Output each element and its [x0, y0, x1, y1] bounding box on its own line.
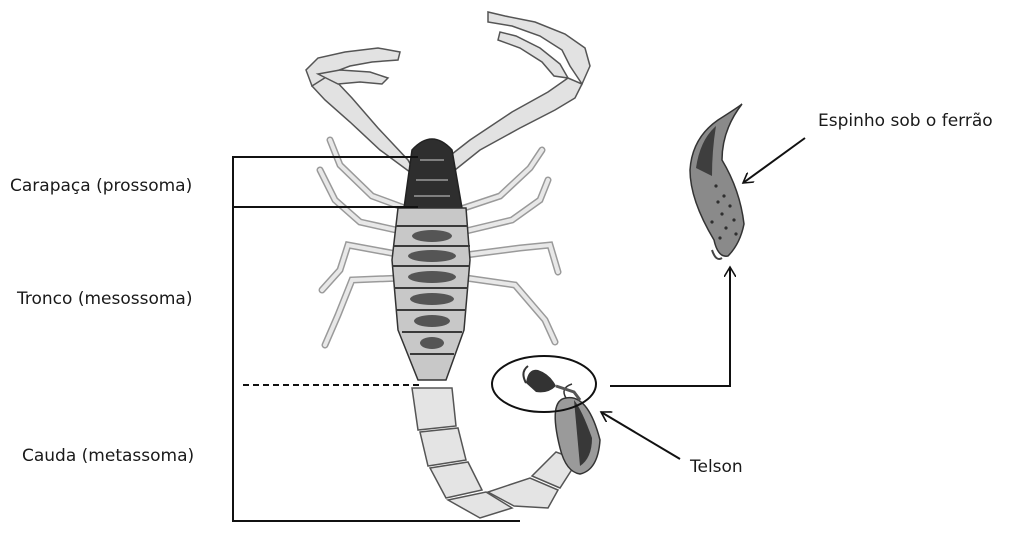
telson-mini	[523, 366, 580, 400]
label-trunk: Tronco (mesossoma)	[17, 289, 192, 309]
carapace-shape	[404, 139, 462, 208]
label-telson: Telson	[690, 457, 743, 477]
mesosoma-shape	[392, 208, 470, 380]
label-spine: Espinho sob o ferrão	[818, 111, 993, 131]
telson-to-zoom-arrow	[610, 267, 730, 386]
scorpion-illustration	[306, 12, 600, 518]
enlarged-stinger	[690, 104, 744, 259]
left-pedipalp	[306, 48, 418, 178]
telson-pointer-arrow	[601, 412, 680, 459]
label-carapace: Carapaça (prossoma)	[10, 176, 192, 196]
metasoma-shape	[412, 388, 578, 518]
body-bracket	[233, 157, 520, 521]
spine-pointer-arrow	[743, 138, 805, 183]
label-tail: Cauda (metassoma)	[22, 446, 194, 466]
right-pedipalp	[438, 12, 590, 178]
